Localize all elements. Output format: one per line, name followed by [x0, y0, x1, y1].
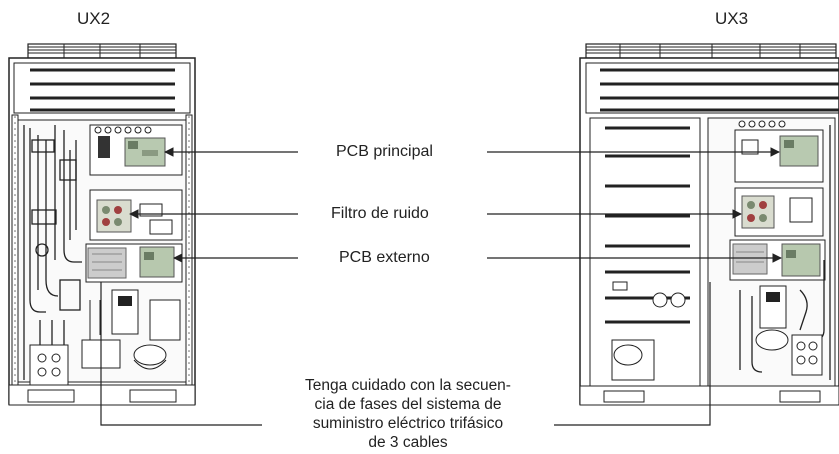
- note-line: cia de fases del sistema de: [314, 396, 502, 413]
- leader-phase-left: [100, 282, 262, 426]
- ux2-pcb-externo: [139, 246, 175, 278]
- unit-title-ux3: UX3: [715, 9, 749, 28]
- ux3-unit-drawing: [579, 43, 839, 406]
- callout-lines: [100, 147, 782, 426]
- ux2-filtro-de-ruido: [96, 199, 132, 233]
- leader-phase-right: [554, 282, 711, 426]
- note-line: de 3 cables: [368, 434, 448, 451]
- phase-sequence-note: Tenga cuidado con la secuen- cia de fase…: [262, 376, 554, 452]
- unit-title-ux2: UX2: [77, 9, 111, 28]
- label-pcb-externo: PCB externo: [339, 249, 430, 266]
- ux2-unit-drawing: [8, 43, 196, 406]
- ux2-fan-guard: [27, 43, 177, 59]
- label-filtro-de-ruido: Filtro de ruido: [331, 205, 429, 222]
- note-line: Tenga cuidado con la secuen-: [305, 377, 511, 394]
- ux3-filtro-de-ruido: [741, 195, 775, 229]
- ux3-fan-guard: [585, 43, 837, 59]
- label-pcb-principal: PCB principal: [336, 143, 433, 160]
- ux3-pcb-externo: [781, 243, 821, 277]
- note-line: suministro eléctrico trifásico: [312, 415, 504, 432]
